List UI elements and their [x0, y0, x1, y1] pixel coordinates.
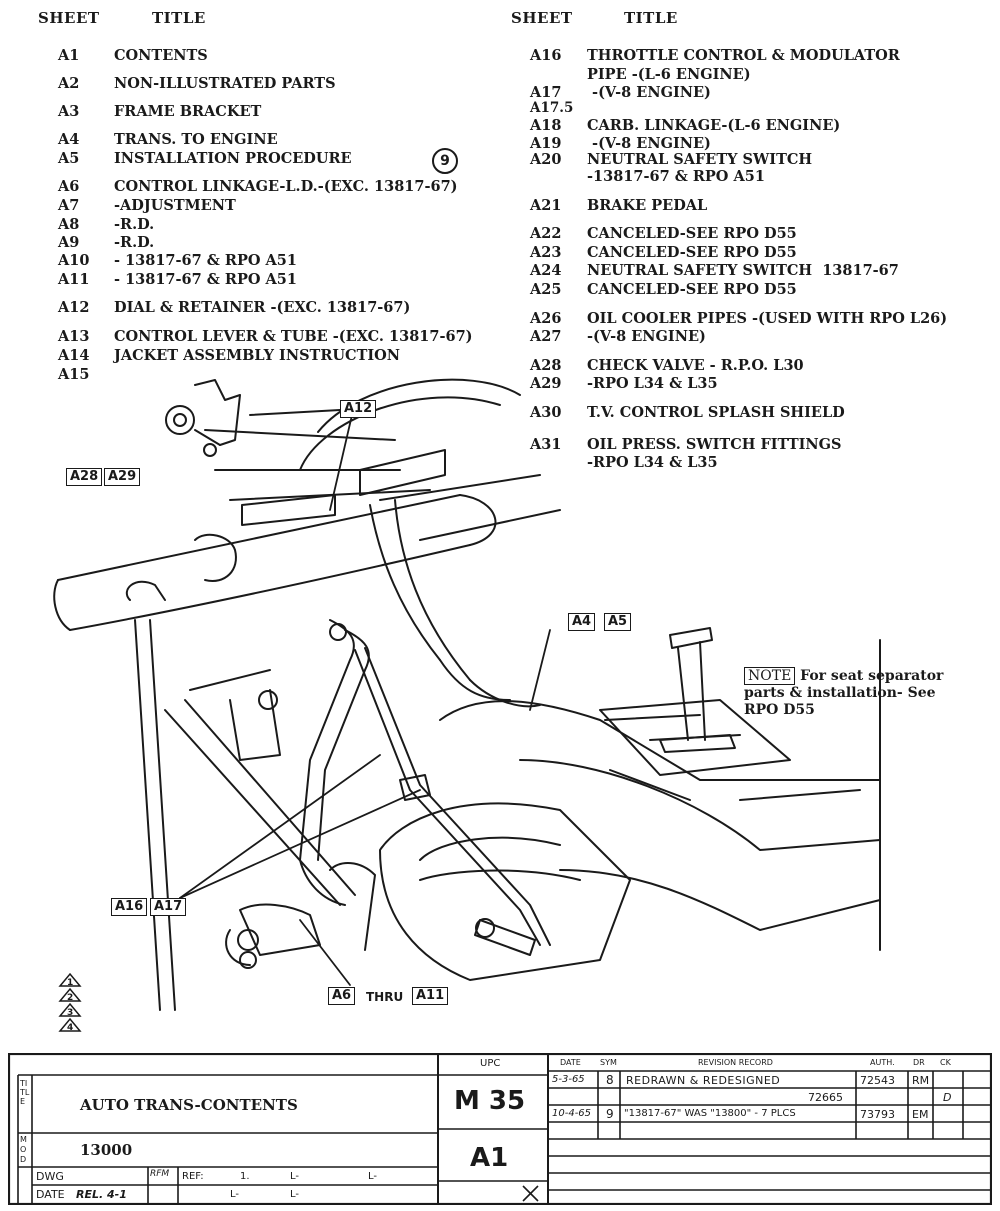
tb-model: 13000	[80, 1141, 133, 1159]
tb-col-dr: DR	[913, 1058, 925, 1067]
tb-ref-item: L-	[290, 1189, 300, 1200]
header-title-right: TITLE	[624, 9, 678, 27]
seat-separator-note: NOTE For seat separator parts & installa…	[744, 667, 944, 719]
tb-rev-date: 10-4-65	[552, 1108, 592, 1119]
tb-upc: M 35	[454, 1086, 526, 1116]
callout-a11: A11	[412, 987, 449, 1005]
tb-col-date: DATE	[560, 1058, 581, 1067]
header-title-left: TITLE	[152, 9, 206, 27]
tb-ref-item: L-	[368, 1171, 378, 1182]
callout-leaders	[179, 414, 551, 986]
tb-ref-item: L-	[290, 1171, 300, 1182]
tb-title-label: TITLE	[20, 1079, 30, 1106]
tb-rev-auth: 73793	[860, 1108, 895, 1121]
revision-circle: 9	[432, 148, 458, 174]
throttle-cable-drawing	[354, 647, 551, 956]
tb-rev-text: REDRAWN & REDESIGNED	[626, 1074, 781, 1087]
callout-a17: A17	[150, 898, 187, 916]
svg-text:3: 3	[67, 1008, 73, 1018]
note-line-1: For seat separator	[800, 668, 944, 684]
header-sheet-right: SHEET	[511, 9, 573, 27]
tb-rel: REL. 4-1	[76, 1188, 127, 1201]
tb-upc-label: UPC	[480, 1058, 501, 1069]
tb-rev-auth: 72543	[860, 1074, 895, 1087]
callout-a12: A12	[340, 400, 377, 418]
tb-date-label: DATE	[36, 1188, 65, 1201]
tb-rev-ck: D	[943, 1091, 952, 1104]
callout-a5: A5	[604, 613, 632, 631]
title-block: TITLE AUTO TRANS-CONTENTS MOD 13000 DWG …	[8, 1053, 992, 1205]
tb-ref: REF:	[182, 1171, 204, 1182]
steering-wheel-drawing	[299, 378, 541, 708]
transmission-linkage-illustration	[53, 378, 881, 1011]
tb-sheet-code: A1	[470, 1143, 509, 1173]
tb-col-auth: AUTH.	[870, 1058, 895, 1067]
svg-text:4: 4	[67, 1023, 73, 1033]
tb-rfm: RFM	[150, 1169, 170, 1179]
dashboard-drawing	[204, 409, 561, 541]
steering-column-drawing	[53, 494, 497, 631]
tb-ref-item: L-	[230, 1189, 240, 1200]
tb-dwg-label: DWG	[36, 1170, 64, 1183]
callout-a28: A28	[66, 468, 103, 486]
tb-col-ck: CK	[940, 1058, 951, 1067]
tb-rev-sym: 8	[606, 1073, 614, 1087]
tb-rev-date: 5-3-65	[552, 1074, 585, 1085]
tb-rev-sym: 9	[606, 1107, 614, 1121]
tb-rev-dr: EM	[912, 1108, 929, 1121]
check-valve-bracket-drawing	[165, 379, 241, 457]
tb-title: AUTO TRANS-CONTENTS	[80, 1096, 298, 1114]
floor-shifter-drawing	[659, 627, 736, 753]
tb-rev-text: 72665	[808, 1091, 843, 1104]
callout-a16: A16	[111, 898, 148, 916]
revision-triangles: 1 2 3 4	[58, 972, 82, 1033]
note-tag: NOTE	[744, 667, 796, 685]
tb-ref-item: 1.	[240, 1171, 250, 1182]
callout-a6: A6	[328, 987, 356, 1005]
callout-thru: THRU	[366, 990, 404, 1004]
callout-a29: A29	[104, 468, 141, 486]
shift-linkage-drawing	[125, 580, 370, 1011]
tb-col-revision: REVISION RECORD	[698, 1058, 773, 1067]
tb-rev-text: "13817-67" WAS "13800" - 7 PLCS	[624, 1108, 796, 1119]
note-line-3: RPO D55	[744, 702, 815, 718]
header-sheet-left: SHEET	[38, 9, 100, 27]
tb-mod-label: MOD	[20, 1135, 27, 1164]
callout-a4: A4	[568, 613, 596, 631]
svg-text:2: 2	[67, 993, 73, 1003]
transmission-drawing	[329, 802, 631, 981]
note-line-2: parts & installation- See	[744, 685, 936, 701]
tb-col-sym: SYM	[600, 1058, 617, 1067]
tb-rev-dr: RM	[912, 1074, 930, 1087]
svg-text:1: 1	[67, 978, 73, 988]
